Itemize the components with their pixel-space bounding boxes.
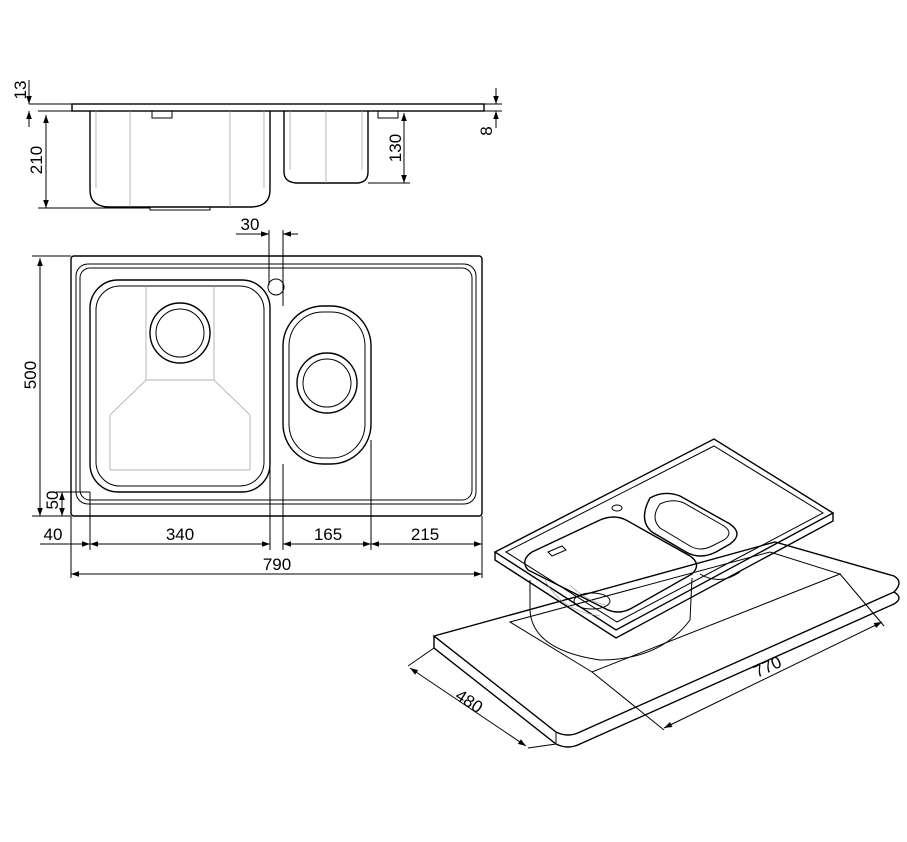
dim-13-label: 13 [11,81,30,100]
sink-outline [70,255,483,517]
iso-large-bowl-drain [573,592,611,610]
dim-40-label: 40 [44,525,63,544]
large-bowl-drain-outer [149,302,211,364]
dim-790-label: 790 [263,555,291,574]
dim-500-label: 500 [21,361,40,389]
dim-8-label: 8 [477,126,496,135]
large-bowl [89,279,271,493]
iso-large-bowl [524,516,698,613]
bracket-clip-left [151,110,173,119]
dim-340-label: 340 [166,525,194,544]
dim-770-label: 770 [751,652,785,681]
dim-50-label: 50 [43,491,62,510]
iso-small-bowl [643,492,738,557]
dim-30-label: 30 [241,215,260,234]
large-bowl-drain-inner [155,308,205,358]
plan-view: 30 500 50 40 340 165 215 790 [21,215,483,578]
bracket-clip-right [377,110,399,119]
small-bowl [282,305,372,465]
small-bowl-profile [283,111,369,184]
small-bowl-drain-outer [296,352,358,414]
sink-inner-rim [75,263,477,505]
countertop-front-edge [433,591,900,748]
tap-hole [267,278,285,296]
dim-210-label: 210 [27,146,46,174]
small-bowl-drain-inner [302,358,352,408]
iso-tap-hole [611,504,623,512]
large-bowl-profile [89,111,271,208]
dim-480-label: 480 [452,686,486,717]
sink-top-plate-profile [71,103,485,112]
side-elevation-view: 13 210 130 8 [11,80,502,211]
dim-130-label: 130 [386,134,405,162]
dim-165-label: 165 [314,525,342,544]
dim-215-label: 215 [411,525,439,544]
